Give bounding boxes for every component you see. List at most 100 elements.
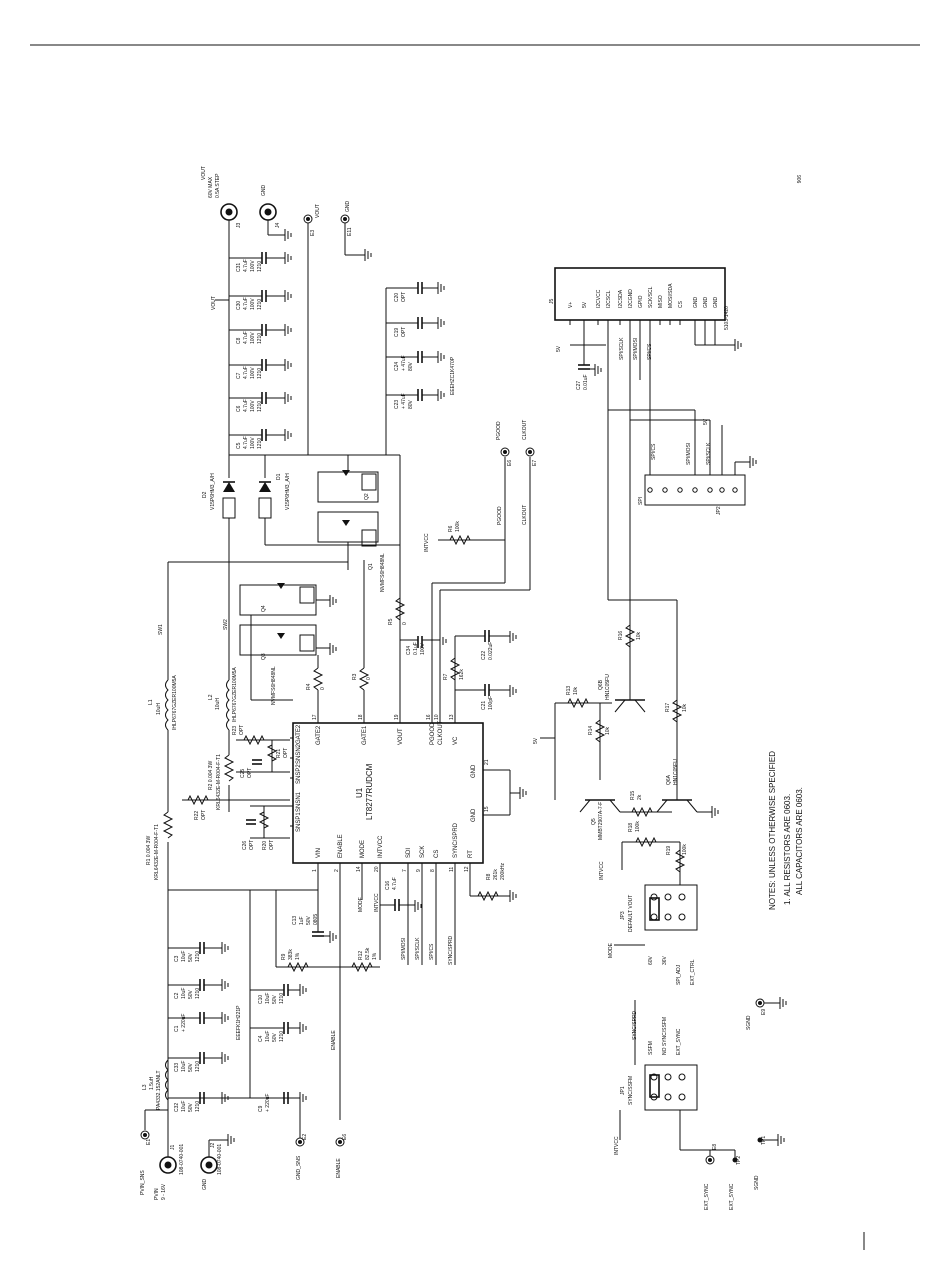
svg-text:PVIN: PVIN: [154, 1188, 160, 1200]
svg-text:10uH: 10uH: [215, 698, 221, 710]
jp2-pin[interactable]: [692, 487, 698, 493]
jp2-pin[interactable]: [662, 487, 668, 493]
jp2-body[interactable]: [644, 474, 746, 506]
svg-text:0: 0: [320, 687, 326, 690]
svg-text:DEFAULT VOUT: DEFAULT VOUT: [628, 895, 634, 932]
jumper-pin[interactable]: [678, 1093, 686, 1101]
input-cap-label: 50V: [272, 994, 278, 1004]
svg-text:L1: L1: [148, 699, 154, 705]
svg-text:0.1uF: 0.1uF: [413, 642, 419, 655]
e7-clkout-turret[interactable]: [525, 447, 535, 457]
svg-text:0805: 0805: [313, 914, 319, 925]
svg-text:EEEFK1H221P: EEEFK1H221P: [236, 1005, 242, 1040]
jumper-pin[interactable]: [650, 893, 658, 901]
output-cap-label: C31: [236, 263, 242, 272]
input-cap-label: 1210: [195, 988, 201, 999]
j5-pin-label: GPIO: [638, 295, 644, 308]
svg-text:HN1C05FU: HN1C05FU: [605, 674, 611, 700]
jumper-pin[interactable]: [664, 893, 672, 901]
svg-text:SPI_ADJ: SPI_ADJ: [676, 964, 682, 985]
svg-text:E6: E6: [342, 1134, 348, 1140]
u1-pin-top: CLKOUT: [438, 720, 444, 745]
svg-text:PVIN_SNS: PVIN_SNS: [140, 1170, 146, 1195]
svg-text:C21: C21: [481, 701, 487, 710]
u1-ref: U1: [355, 787, 364, 798]
svg-text:R21: R21: [276, 749, 282, 758]
svg-text:261k: 261k: [493, 869, 499, 880]
u1-body[interactable]: [292, 722, 484, 864]
svg-text:J3: J3: [236, 223, 242, 229]
input-cap-c1: C1+ 220uF: [168, 1012, 229, 1032]
svg-text:ENABLE: ENABLE: [336, 1158, 342, 1178]
u1-pin-number: 10: [434, 714, 440, 720]
svg-text:R14: R14: [588, 726, 594, 735]
output-cap-label: 4.7uF: [243, 399, 249, 412]
jumper-pin[interactable]: [678, 1073, 686, 1081]
jp3-body[interactable]: [644, 884, 698, 931]
jumper-pin[interactable]: [664, 1073, 672, 1081]
j5-body[interactable]: [554, 267, 726, 321]
jp1-body[interactable]: [644, 1064, 698, 1111]
u1-pin-number: 13: [449, 714, 455, 720]
input-cap-label: C3: [174, 955, 180, 962]
jp3-pins: [650, 893, 686, 921]
svg-text:1%: 1%: [372, 952, 378, 960]
svg-text:INTVCC: INTVCC: [424, 533, 430, 552]
svg-text:100k: 100k: [635, 821, 641, 832]
jumper-pin[interactable]: [678, 913, 686, 921]
e6-pgood-turret[interactable]: [500, 447, 510, 457]
u1-pin-bottom: VIN: [316, 848, 322, 858]
svg-text:GND: GND: [261, 185, 267, 197]
svg-text:108-0740-001: 108-0740-001: [217, 1144, 223, 1175]
svg-text:100k: 100k: [682, 844, 688, 855]
jumper-pin[interactable]: [664, 1093, 672, 1101]
jumper-pin[interactable]: [650, 913, 658, 921]
jumper-pin[interactable]: [678, 893, 686, 901]
u1-pin-number: 12: [464, 866, 470, 872]
vout-output-connectors: VOUT 60V MAX 0.5A STEP J3 GND J4 VOUT E3…: [201, 166, 372, 261]
u1-pin-number: 21: [484, 759, 490, 765]
transistor-q5: Q5 MMBT2907A-7-F: [579, 799, 621, 840]
e6-enable-turret[interactable]: [335, 1137, 345, 1147]
svg-text:E3: E3: [310, 230, 316, 236]
svg-text:R18: R18: [628, 823, 634, 832]
svg-text:EEEHZC1K470P: EEEHZC1K470P: [450, 356, 456, 395]
jp2-pin[interactable]: [677, 487, 683, 493]
svg-text:E8: E8: [712, 1144, 718, 1150]
input-cap-label: 50V: [188, 1102, 194, 1112]
svg-text:L3: L3: [142, 1084, 148, 1090]
output-cap-label: 4.7uF: [243, 331, 249, 344]
svg-text:SPI/CS: SPI/CS: [429, 943, 435, 960]
u1-pin-number: 9: [416, 869, 422, 872]
svg-text:SPI/CS: SPI/CS: [647, 343, 653, 360]
jumper-pin[interactable]: [664, 913, 672, 921]
jumper-pin[interactable]: [650, 1073, 658, 1081]
input-cap-label: C1: [174, 1025, 180, 1032]
u1-pin-bottom: MODE: [360, 840, 366, 858]
svg-text:SGND: SGND: [746, 1015, 752, 1030]
svg-text:IHLP6767GZER100M5A: IHLP6767GZER100M5A: [232, 667, 238, 722]
jp2-pin[interactable]: [732, 487, 738, 493]
input-cap-label: C2: [174, 992, 180, 999]
jp2-pin[interactable]: [719, 487, 725, 493]
svg-text:0.01uF: 0.01uF: [583, 374, 589, 390]
e1-turret[interactable]: [140, 1130, 150, 1140]
jp2-pin[interactable]: [707, 487, 713, 493]
svg-text:NO SYNC/SSFM: NO SYNC/SSFM: [662, 1017, 668, 1055]
output-cap-label: 100V: [250, 437, 256, 449]
jumper-pin[interactable]: [650, 1093, 658, 1101]
svg-text:E11: E11: [347, 227, 353, 236]
svg-text:E1: E1: [146, 1139, 152, 1145]
jp2-pin[interactable]: [647, 487, 653, 493]
input-cap-label: C4: [258, 1035, 264, 1042]
u1-pin-number: 11: [449, 867, 455, 872]
svg-text:VOUT: VOUT: [211, 296, 217, 310]
